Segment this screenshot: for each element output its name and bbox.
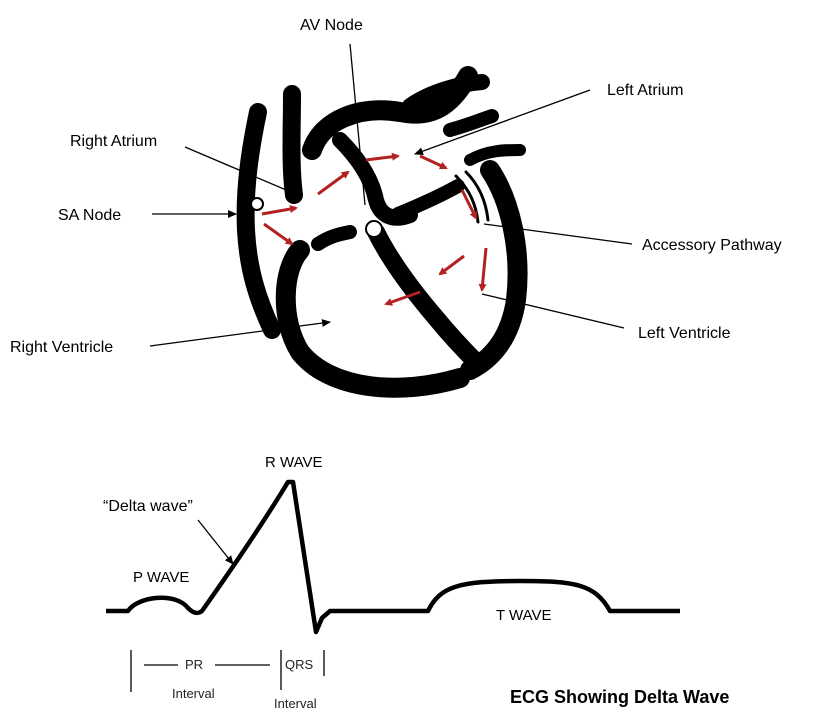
conduction-arrow	[482, 248, 486, 290]
label-delta-wave: “Delta wave”	[103, 498, 193, 515]
label-av-node: AV Node	[300, 17, 363, 34]
label-accessory-pathway: Accessory Pathway	[642, 237, 782, 254]
label-qrs: QRS	[285, 657, 314, 672]
label-right-atrium: Right Atrium	[70, 133, 157, 150]
label-right-ventricle: Right Ventricle	[10, 339, 113, 356]
ecg-title: ECG Showing Delta Wave	[510, 687, 729, 707]
label-pr-interval: Interval	[172, 686, 215, 701]
av-groove	[318, 232, 350, 244]
label-r-wave: R WAVE	[265, 454, 323, 471]
sa-node-marker	[251, 198, 263, 210]
conduction-arrow	[420, 156, 446, 168]
label-left-ventricle: Left Ventricle	[638, 325, 731, 342]
label-left-atrium: Left Atrium	[607, 82, 683, 99]
label-t-wave: T WAVE	[496, 607, 552, 624]
conduction-arrow	[264, 224, 292, 244]
left-ventricle-wall	[470, 170, 518, 370]
conduction-arrow	[440, 256, 464, 274]
label-sa-node: SA Node	[58, 207, 121, 224]
label-pr: PR	[185, 657, 203, 672]
superior-vena-cava	[292, 94, 295, 195]
interventricular-septum	[376, 232, 478, 364]
av-node-marker	[366, 221, 382, 237]
conduction-arrow	[318, 172, 348, 194]
conduction-arrow	[262, 208, 296, 214]
label-qrs-interval: Interval	[274, 696, 317, 710]
right-atrium-wall	[246, 112, 272, 330]
label-p-wave: P WAVE	[133, 569, 189, 586]
heart-illustration	[246, 76, 520, 388]
conduction-arrow	[366, 156, 398, 160]
delta-wave-pointer	[198, 520, 233, 564]
